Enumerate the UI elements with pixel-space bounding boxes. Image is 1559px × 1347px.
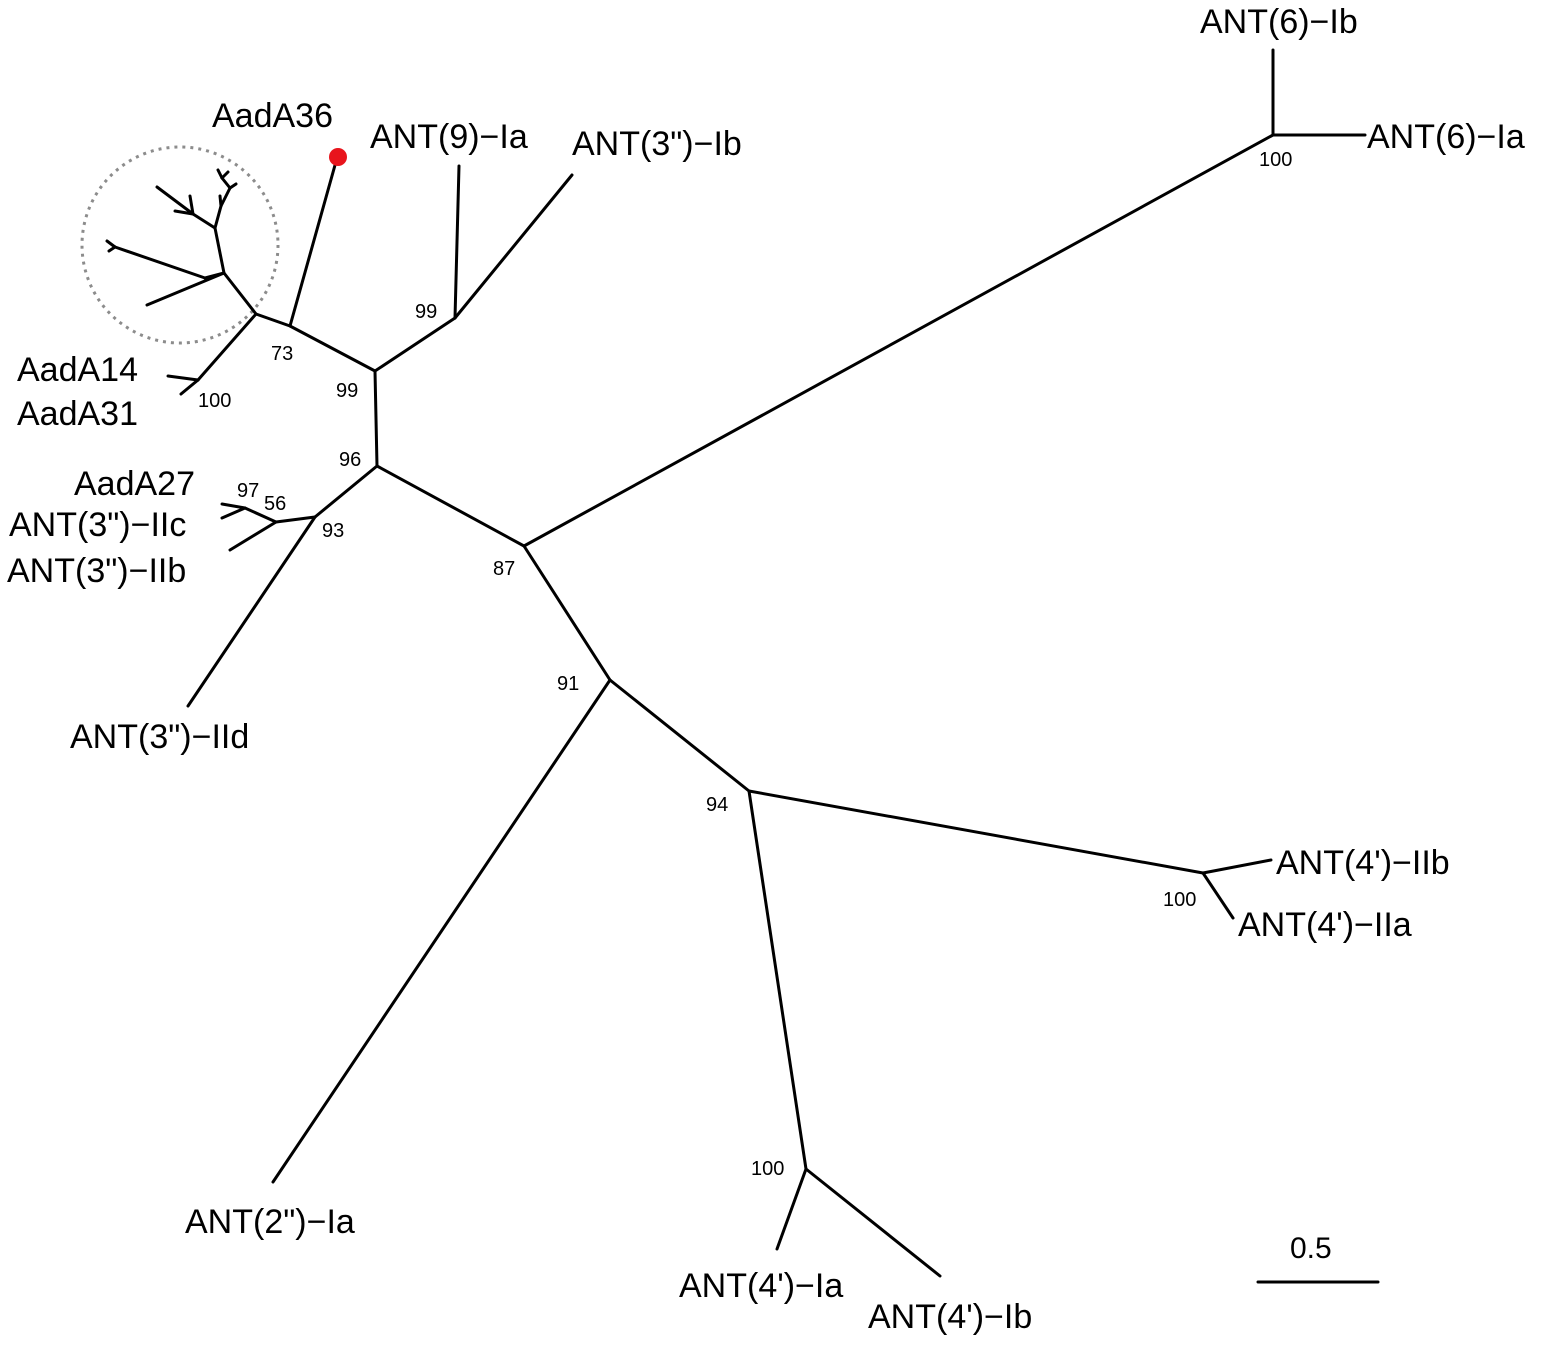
label-ant6-ia: ANT(6)−Ia <box>1367 118 1525 156</box>
bootstrap-87: 87 <box>493 558 515 580</box>
label-ant3-iib: ANT(3")−IIb <box>7 552 186 590</box>
bootstrap-96: 96 <box>339 449 361 471</box>
label-aada27: AadA27 <box>74 465 195 503</box>
leaf-labels: ANT(6)−Ib ANT(6)−Ia AadA36 ANT(9)−Ia ANT… <box>7 3 1525 1336</box>
label-ant2-ia: ANT(2")−Ia <box>185 1203 355 1241</box>
bootstrap-94: 94 <box>706 794 728 816</box>
branch-ant3iib <box>228 520 278 552</box>
branch-ant3iid <box>186 515 317 708</box>
branch-ant3ib <box>453 173 574 320</box>
branch-94-ant4pii <box>747 789 1205 875</box>
bootstrap-ant4pii: 100 <box>1163 889 1196 911</box>
label-ant3-iic: ANT(3")−IIc <box>9 506 186 544</box>
label-ant3-ib: ANT(3")−Ib <box>572 125 742 163</box>
bootstrap-values: 100 73 99 99 100 96 97 56 93 87 91 94 10… <box>198 149 1292 1180</box>
label-ant9-ia: ANT(9)−Ia <box>370 118 528 156</box>
branch-aada14 <box>166 374 200 382</box>
bootstrap-ant4pi: 100 <box>751 1158 784 1180</box>
scale-bar: 0.5 <box>1256 1232 1380 1284</box>
branches <box>166 48 1367 1278</box>
branch-87-ant6 <box>522 133 1275 548</box>
bootstrap-73: 73 <box>271 343 293 365</box>
label-aada36: AadA36 <box>212 97 333 135</box>
bootstrap-56: 56 <box>264 493 286 515</box>
branch-ant3iic <box>220 506 247 520</box>
branch-ant4pia <box>775 1167 808 1251</box>
branch-aada27 <box>220 502 247 510</box>
branch-87-96 <box>375 464 526 548</box>
label-aada14: AadA14 <box>17 351 138 389</box>
branch-93-56 <box>274 515 317 524</box>
branch-91-94 <box>608 678 751 793</box>
branch-ant9 <box>453 164 461 320</box>
label-ant4p-iib: ANT(4')−IIb <box>1276 844 1450 882</box>
bootstrap-ant6: 100 <box>1259 149 1292 171</box>
aada-cluster <box>105 168 258 316</box>
branch-96-93 <box>313 464 379 519</box>
branch-cluster-aada14node <box>196 312 258 382</box>
branch-ant4piib <box>1201 858 1273 875</box>
label-ant6-ib: ANT(6)−Ib <box>1200 3 1358 41</box>
highlight-cluster-circle <box>80 145 280 345</box>
scale-bar-label: 0.5 <box>1290 1232 1332 1265</box>
branch-96-99 <box>373 369 379 468</box>
branch-91-ant2 <box>271 678 612 1184</box>
branch-73-cluster <box>254 312 292 328</box>
label-ant3-iid: ANT(3")−IId <box>70 718 249 756</box>
label-ant4p-ib: ANT(4')−Ib <box>868 1298 1032 1336</box>
branch-ant4pib <box>804 1167 942 1278</box>
branch-56-97 <box>243 506 278 524</box>
bootstrap-ant9: 99 <box>415 301 437 323</box>
branch-87-91 <box>522 544 612 682</box>
bootstrap-ant3ib: 99 <box>336 380 358 402</box>
bootstrap-93: 93 <box>322 520 344 542</box>
bootstrap-97: 97 <box>237 480 259 502</box>
branch-99-ant9node <box>373 316 457 373</box>
bootstrap-91: 91 <box>557 673 579 695</box>
label-ant4p-iia: ANT(4')−IIa <box>1238 906 1412 944</box>
aada36-marker <box>329 148 347 166</box>
branch-99-73 <box>288 324 377 373</box>
branch-73-aada36 <box>288 156 339 328</box>
branch-ant4piia <box>1201 871 1235 920</box>
bootstrap-aada14: 100 <box>198 390 231 412</box>
branch-94-ant4pi <box>747 789 808 1171</box>
label-ant4p-ia: ANT(4')−Ia <box>679 1267 843 1305</box>
label-aada31: AadA31 <box>17 395 138 433</box>
branch-aada31 <box>179 378 200 396</box>
